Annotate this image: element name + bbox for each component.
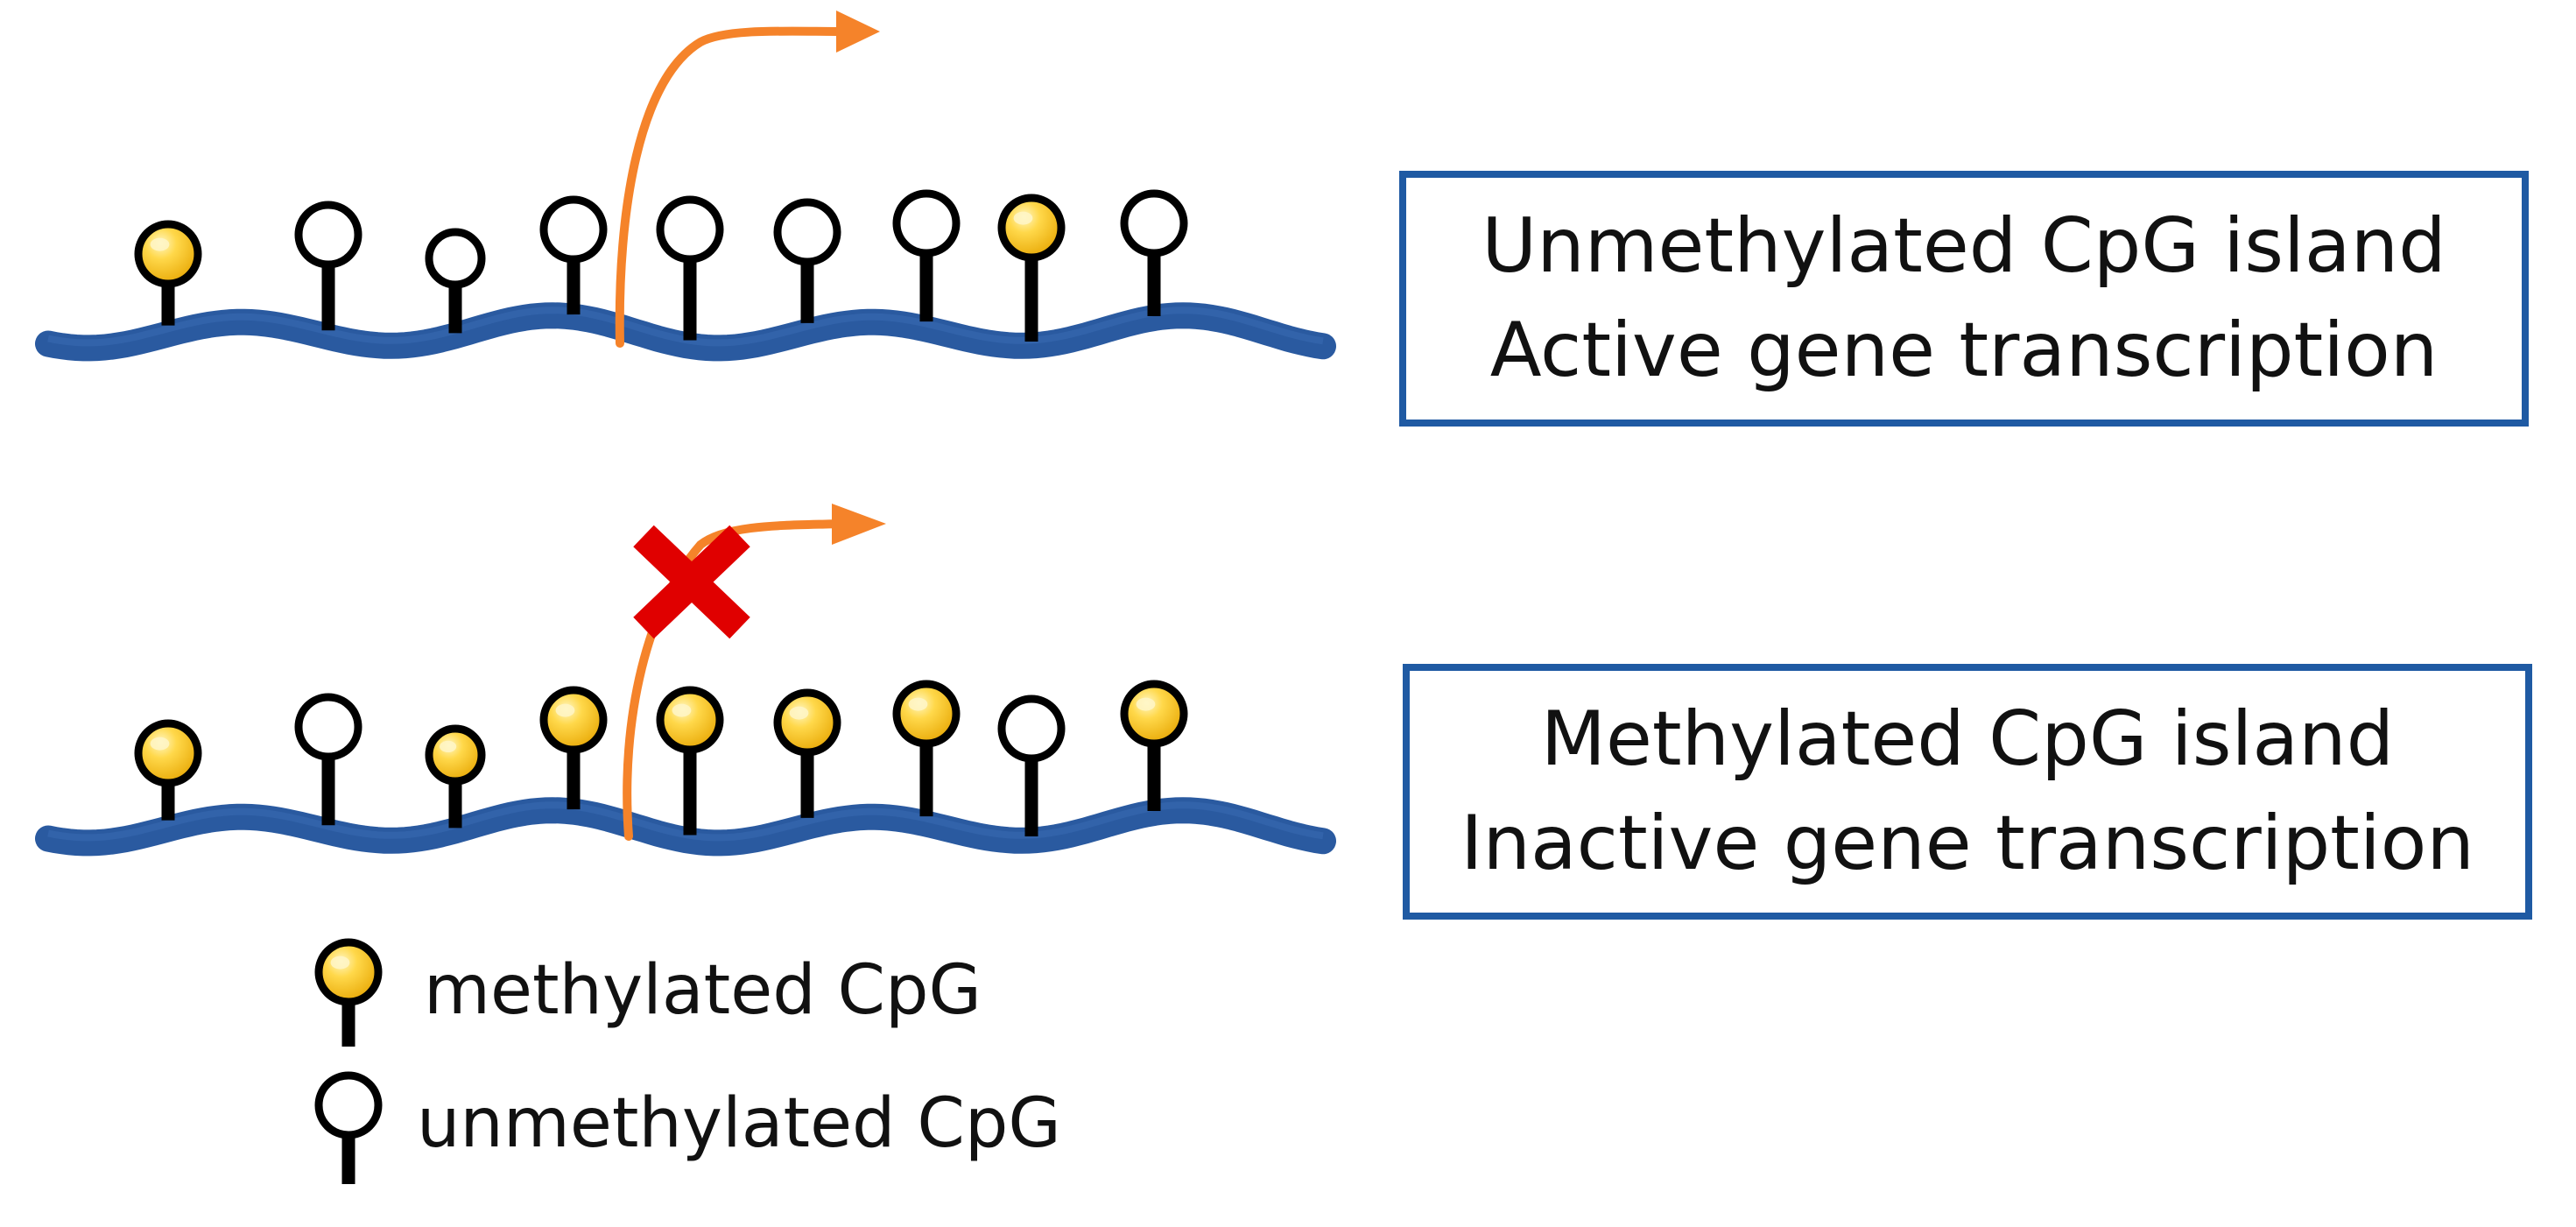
cpg-site-4 [539, 195, 608, 315]
block-x-stroke-2 [633, 525, 750, 639]
highlight-spot [150, 737, 170, 751]
cpg-site-8 [997, 194, 1066, 342]
unmethylated-cpg-head [656, 195, 724, 264]
methylated-cpg-head [1120, 680, 1188, 748]
cpg-site-2 [294, 693, 362, 826]
methylated-label-box: Methylated CpG island Inactive gene tran… [1403, 664, 2532, 920]
methylated-cpg-head [773, 688, 841, 757]
methylated-cpg-head [134, 220, 202, 288]
highlight-spot [440, 740, 457, 753]
legend-icons [314, 938, 383, 1184]
methylated-cpg-head [134, 719, 202, 787]
methylated-panel [35, 504, 1336, 857]
cpg-site-9 [1120, 680, 1188, 811]
unmethylated-cpg-head [892, 189, 961, 257]
highlight-spot [1013, 211, 1033, 225]
highlight-spot [330, 956, 350, 970]
methylated-title: Methylated CpG island [1540, 695, 2395, 784]
highlight-spot [672, 703, 692, 717]
cpg-site-2 [294, 201, 362, 331]
cpg-site-3 [425, 228, 486, 334]
methylated-cpg-head [656, 686, 724, 754]
cpg-site-5 [656, 686, 724, 836]
legend-unmethylated-label: unmethylated CpG [417, 1084, 1061, 1163]
transcription-arrowhead [836, 11, 880, 53]
highlight-spot [908, 697, 928, 711]
cpg-site-3 [425, 724, 486, 829]
cpg-site-9 [1120, 189, 1188, 316]
unmethylated-cpg-head [294, 201, 362, 269]
transcription-arrow [615, 26, 849, 348]
methylated-cpg-head [425, 724, 486, 786]
methylated-cpg-head [539, 686, 608, 754]
highlight-spot [150, 237, 170, 251]
active-transcription-label: Active gene transcription [1489, 307, 2439, 394]
cpg-site-1 [134, 719, 202, 821]
unmethylated-cpg-head [773, 198, 841, 266]
methylated-cpg-head [314, 938, 383, 1006]
unmethylated-panel [35, 11, 1336, 362]
legend-unmethylated-icon [314, 1071, 383, 1184]
cpg-site-6 [773, 688, 841, 818]
cpg-site-7 [892, 680, 961, 817]
cpg-site-4 [539, 686, 608, 810]
methylated-cpg-head [997, 194, 1066, 262]
unmethylated-cpg-head [539, 195, 608, 264]
dna-strand [35, 302, 1336, 362]
cpg-site-5 [656, 195, 724, 341]
dna-strand [35, 797, 1336, 857]
unmethylated-title: Unmethylated CpG island [1482, 202, 2446, 291]
inactive-transcription-label: Inactive gene transcription [1460, 800, 2474, 887]
unmethylated-cpg-head [425, 228, 486, 289]
transcription-arrowhead [832, 504, 886, 545]
unmethylated-cpg-head [1120, 189, 1188, 257]
highlight-spot [1136, 697, 1156, 711]
cpg-site-6 [773, 198, 841, 323]
highlight-spot [555, 703, 575, 717]
unmethylated-cpg-head [997, 695, 1066, 763]
cpg-site-1 [134, 220, 202, 326]
cpg-site-8 [997, 695, 1066, 836]
legend-methylated-label: methylated CpG [424, 951, 982, 1030]
cpg-site-7 [892, 189, 961, 322]
unmethylated-label-box: Unmethylated CpG island Active gene tran… [1399, 171, 2529, 427]
methylated-cpg-head [892, 680, 961, 748]
legend-methylated-icon [314, 938, 383, 1047]
unmethylated-cpg-head [314, 1071, 383, 1139]
highlight-spot [789, 706, 809, 720]
unmethylated-cpg-head [294, 693, 362, 761]
